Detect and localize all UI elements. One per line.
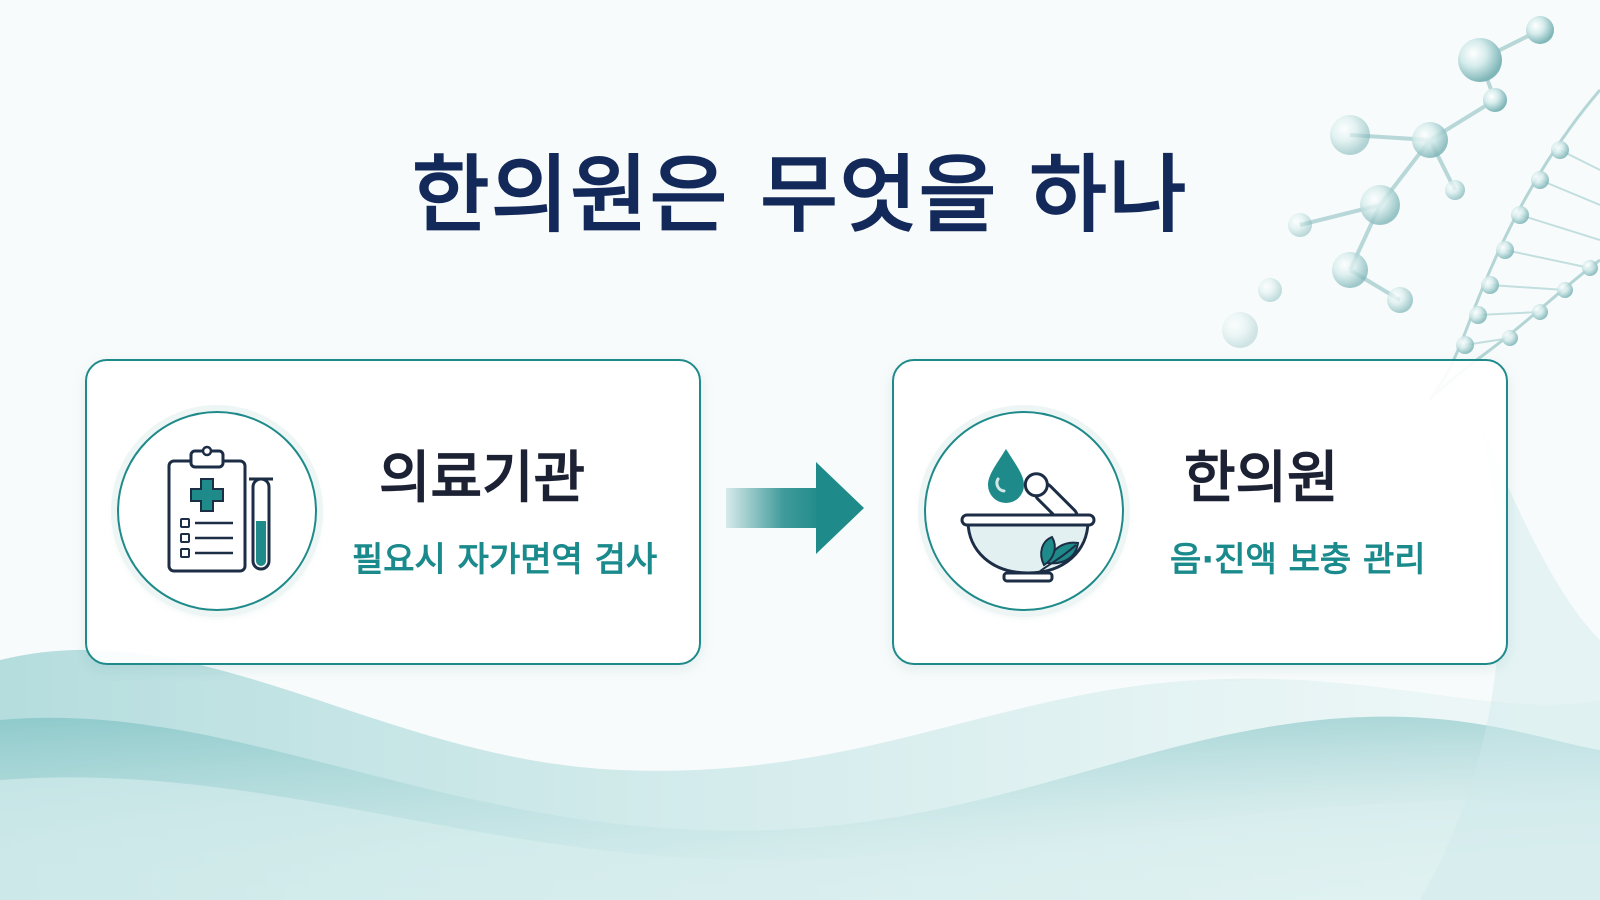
- clipboard-test-tube-icon: [117, 411, 317, 611]
- card-heading: 한의원: [1184, 446, 1339, 511]
- arrow-right-icon: [726, 462, 864, 554]
- card-heading: 의료기관: [379, 446, 586, 511]
- card-korean-medicine-clinic: 한의원 음·진액 보충 관리: [892, 359, 1508, 665]
- mortar-pestle-herb-icon: [924, 411, 1124, 611]
- page-title: 한의원은 무엇을 하나: [411, 146, 1188, 244]
- card-subtitle: 음·진액 보충 관리: [1170, 540, 1426, 580]
- card-subtitle: 필요시 자가면역 검사: [352, 540, 658, 580]
- card-medical-institution: 의료기관 필요시 자가면역 검사: [85, 359, 701, 665]
